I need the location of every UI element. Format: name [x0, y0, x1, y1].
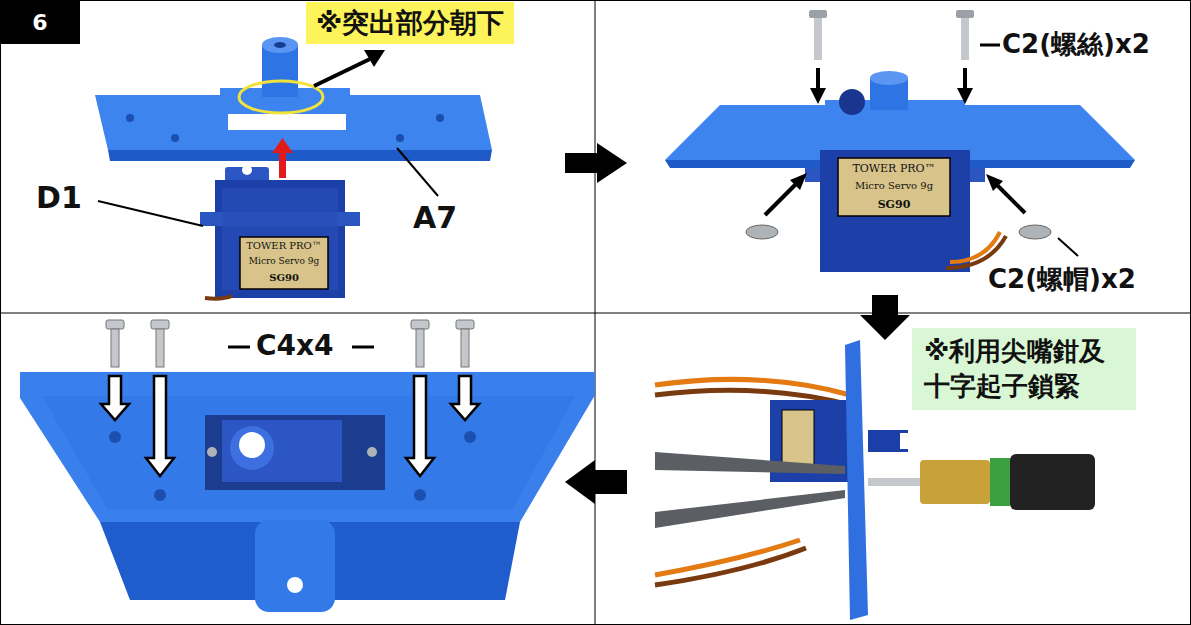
- servo-brand: TOWER PRO™: [240, 240, 328, 251]
- note-text: ※利用尖嘴鉗及 十字起子鎖緊: [924, 334, 1124, 404]
- servo-model: Micro Servo 9g: [240, 256, 328, 266]
- servo-brand: TOWER PRO™: [838, 162, 950, 175]
- step-number: 6: [0, 0, 80, 44]
- part-label: C4x4: [256, 329, 334, 362]
- note-box: ※利用尖嘴鉗及 十字起子鎖緊: [912, 328, 1136, 410]
- part-label: A7: [413, 200, 457, 235]
- note-text: 6: [32, 10, 47, 35]
- servo-model: SG90: [838, 198, 950, 211]
- servo-model: Micro Servo 9g: [838, 180, 950, 191]
- note-box: ※突出部分朝下: [306, 2, 514, 44]
- part-label: C2(螺絲)x2: [1002, 27, 1150, 62]
- servo-model: SG90: [240, 272, 328, 283]
- note-text: ※突出部分朝下: [316, 5, 504, 41]
- part-label: D1: [36, 180, 82, 215]
- part-label: C2(螺帽)x2: [988, 262, 1136, 297]
